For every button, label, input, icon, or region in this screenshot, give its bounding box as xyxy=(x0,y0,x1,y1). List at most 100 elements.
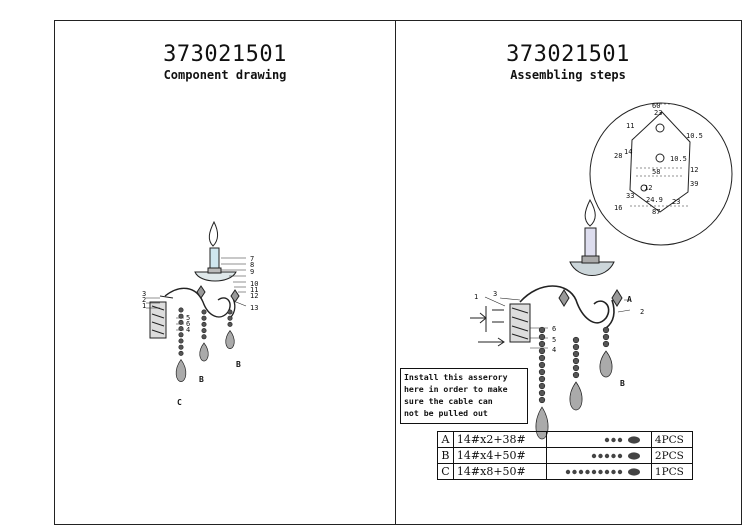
bead xyxy=(538,347,546,355)
bead xyxy=(227,315,233,321)
bead xyxy=(572,469,577,474)
component-label-11: 11 xyxy=(250,286,258,294)
part-formula: 14#x4+50# xyxy=(452,447,547,464)
bead xyxy=(611,469,616,474)
assembly-label-3: 3 xyxy=(493,290,497,298)
bead xyxy=(201,334,207,340)
drip-bowl xyxy=(194,271,237,282)
pendant-chain xyxy=(225,309,235,349)
pendant-chain xyxy=(175,307,187,382)
bead xyxy=(611,453,616,458)
bracket-dimensions: 60 23 11 10.5 28 14 10.5 12 58 39 12 33 … xyxy=(614,102,703,216)
part-formula: 14#x8+50# xyxy=(452,463,547,480)
teardrop-crystal xyxy=(199,342,209,362)
component-label-9: 9 xyxy=(250,268,254,276)
crystal-drop xyxy=(611,289,623,307)
assembly-label-1: 1 xyxy=(474,293,478,301)
assembly-drawing xyxy=(470,102,733,349)
crystal-drop xyxy=(558,289,570,307)
bead xyxy=(591,453,597,458)
part-chain-diagram xyxy=(545,447,652,464)
candle-flame-icon xyxy=(208,220,219,247)
part-quantity: 1PCS xyxy=(650,463,694,480)
assembly-label-2: 2 xyxy=(640,308,644,316)
bracket-detail-circle xyxy=(589,102,733,246)
screw-hole xyxy=(655,153,665,163)
mounting-bracket xyxy=(485,306,504,332)
chain-icon xyxy=(604,435,640,444)
part-formula: 14#x2+38# xyxy=(452,431,547,448)
pendant-chain xyxy=(569,336,583,411)
bead xyxy=(611,437,616,442)
screw-hole xyxy=(640,184,648,192)
assembly-label-4: 4 xyxy=(552,346,556,354)
dim-24-9: 24.9 xyxy=(646,196,663,204)
dim-28: 28 xyxy=(614,152,622,160)
dim-11: 11 xyxy=(626,122,634,130)
teardrop-crystal xyxy=(627,467,640,476)
bead xyxy=(538,368,546,376)
right-model-number: 373021501 xyxy=(506,42,630,67)
bead xyxy=(585,469,590,474)
component-label-1: 1 xyxy=(142,302,146,310)
bead xyxy=(572,336,580,344)
teardrop-crystal xyxy=(225,330,235,349)
dim-60: 60 xyxy=(652,102,660,110)
component-label-4: 4 xyxy=(186,326,190,334)
bead xyxy=(201,315,207,321)
dim-58: 58 xyxy=(652,168,660,176)
bead xyxy=(178,307,184,313)
bead xyxy=(178,326,184,332)
crystal-drop xyxy=(196,285,206,299)
bead xyxy=(602,333,610,341)
bead xyxy=(538,396,546,404)
bead xyxy=(572,371,580,379)
dim-23: 23 xyxy=(654,109,662,117)
bead xyxy=(604,453,610,458)
bead xyxy=(201,321,207,327)
candle-sleeve xyxy=(584,227,597,257)
bead xyxy=(572,357,580,365)
dim-16: 16 xyxy=(614,204,622,212)
pendant-label-b: B xyxy=(620,379,625,388)
bead xyxy=(602,340,610,348)
dim-87: 87 xyxy=(652,208,660,216)
part-key: C xyxy=(437,463,454,480)
part-key: A xyxy=(437,431,454,448)
bead xyxy=(538,375,546,383)
component-label-10: 10 xyxy=(250,280,258,288)
teardrop-crystal xyxy=(569,381,583,411)
dimension-lines xyxy=(630,103,690,207)
teardrop-crystal xyxy=(627,451,640,460)
drip-bowl xyxy=(569,261,615,276)
bead xyxy=(178,350,184,356)
bead xyxy=(591,469,597,474)
dim-10-5: 10.5 xyxy=(686,132,703,140)
bead xyxy=(538,340,546,348)
assembly-label-5: 5 xyxy=(552,336,556,344)
dim-23b: 23 xyxy=(672,198,680,206)
part-quantity: 2PCS xyxy=(650,447,694,464)
bead xyxy=(538,389,546,397)
bead xyxy=(565,469,571,474)
wall-plate xyxy=(149,301,167,339)
bead xyxy=(578,469,584,474)
part-key: B xyxy=(437,447,454,464)
bead xyxy=(178,332,184,338)
chain-icon xyxy=(591,451,640,460)
arrow-icon xyxy=(478,337,505,347)
crystal-drop xyxy=(230,289,240,303)
arm-joint xyxy=(159,295,174,299)
chain-icon xyxy=(565,467,640,476)
bead xyxy=(201,309,207,315)
pendant-label-b: B xyxy=(199,375,204,384)
component-label-5: 5 xyxy=(186,314,190,322)
component-label-13: 13 xyxy=(250,304,258,312)
component-label-3: 3 xyxy=(142,290,146,298)
component-drawing-header: 373021501 Component drawing xyxy=(60,42,390,82)
bead xyxy=(178,344,184,350)
candle-sleeve xyxy=(209,247,220,269)
bead xyxy=(227,321,233,327)
